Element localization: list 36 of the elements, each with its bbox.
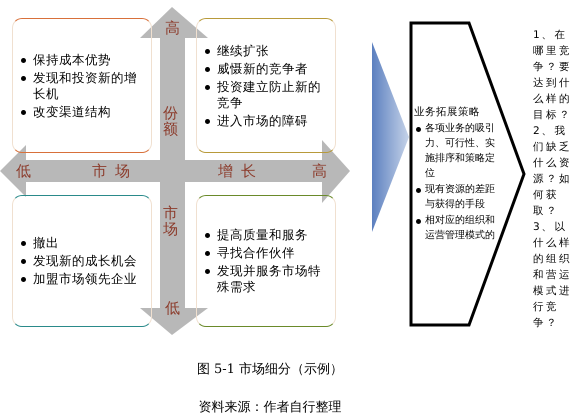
chevron-box <box>409 21 527 327</box>
axis-label: 低 <box>16 163 31 179</box>
axis-label: 份额 <box>163 105 179 137</box>
axis-label: 增长 <box>218 163 264 179</box>
list-item: 寻找合作伙伴 <box>203 245 329 261</box>
question-text: 2、我们缺乏什么资源？如何获取？ <box>533 124 573 219</box>
list-item: 撤出 <box>19 235 145 251</box>
axis-label: 高 <box>312 163 327 179</box>
triangle-shape <box>372 42 409 232</box>
list-item: 现有资源的差距与获得的手段 <box>414 182 498 212</box>
list-item: 进入市场的障碍 <box>203 112 329 128</box>
list-item: 保持成本优势 <box>19 52 145 68</box>
source-note: 资料来源：作者自行整理 <box>198 399 342 416</box>
quadrant-box <box>12 195 152 327</box>
quadrant-box <box>196 18 336 153</box>
axis-label: 市场 <box>92 163 138 179</box>
list-item: 发现新的成长机会 <box>19 253 145 269</box>
quadrant-box <box>12 18 152 153</box>
list-item: 各项业务的吸引力、可行性、实施排序和策略定位 <box>414 121 498 181</box>
list-item: 威慑新的竞争者 <box>203 60 329 76</box>
question-text: 1、在哪里竞争？要达到什么样的目标？ <box>533 28 573 123</box>
list-item: 加盟市场领先企业 <box>19 271 145 287</box>
quadrant-box <box>196 195 336 327</box>
figure-caption: 图 5-1 市场细分（示例） <box>196 361 344 378</box>
list-item: 继续扩张 <box>203 42 329 58</box>
axis-label: 低 <box>165 300 180 316</box>
list-item: 投资建立防止新的竞争 <box>203 78 329 110</box>
list-item: 提高质量和服务 <box>203 227 329 243</box>
list-item: 发现和投资新的增长机 <box>19 70 145 102</box>
axis-label: 市场 <box>163 205 179 237</box>
axis-label: 高 <box>165 20 180 36</box>
list-item: 发现并服务市场特殊需求 <box>203 263 329 295</box>
question-text: 3、以什么样的组织和营运模式进行竞争？ <box>533 220 573 331</box>
list-item: 相对应的组织和运营管理模式的 <box>414 213 498 243</box>
heading-text: 业务拓展策略 <box>414 105 481 120</box>
list-item: 改变渠道结构 <box>19 104 145 120</box>
